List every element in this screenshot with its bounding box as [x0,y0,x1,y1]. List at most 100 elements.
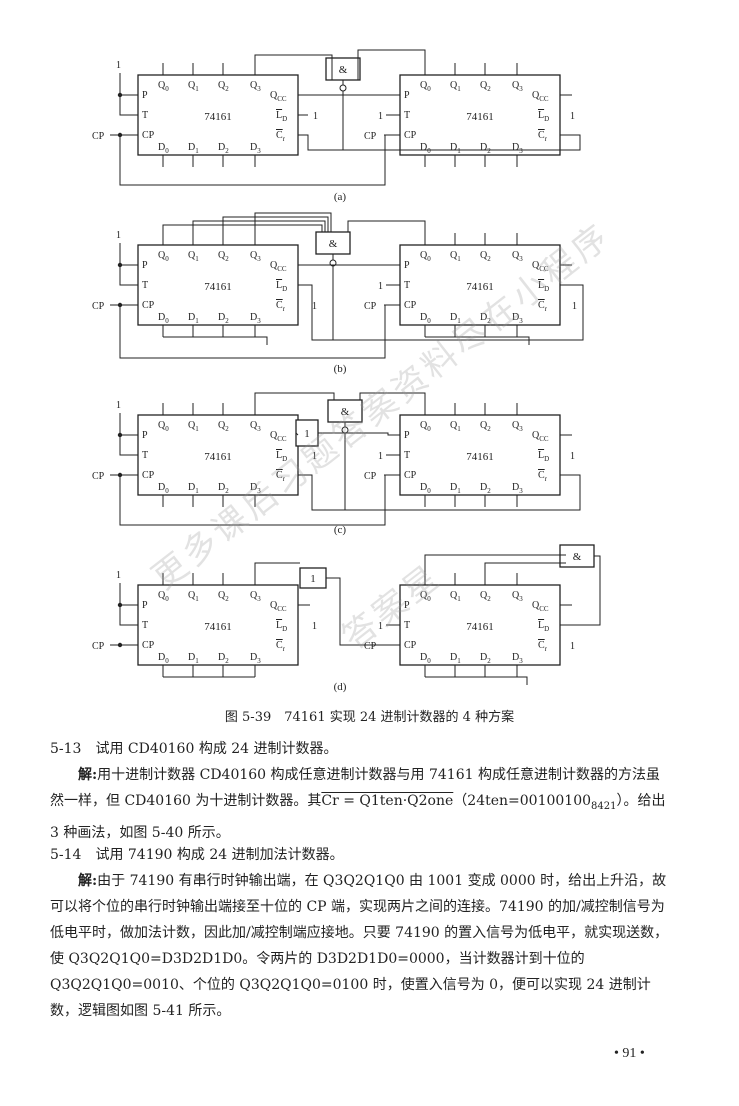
wire [163,336,268,345]
answer-5-14: 解:由于 74190 有串行时钟输出端，在 Q3Q2Q1Q0 由 1001 变成… [50,868,672,1024]
const-one-ld: 1 [313,111,318,122]
pin-label-ld: LD [538,620,549,633]
clock-input-label: CP [92,471,105,482]
pin-label-d3: D3 [250,312,261,325]
right-cp-label: CP [364,471,377,482]
pin-label-cp: CP [404,470,417,481]
pin-label-p: P [404,600,410,611]
chip-label: 74161 [466,621,494,633]
wire [343,134,581,151]
pin-label-qcc: QCC [532,430,549,443]
answer-formula-note: （24ten=00100100 [453,793,592,809]
pin-label-qcc: QCC [532,90,549,103]
gate-not-label: 1 [304,428,310,440]
chip-74161-left [137,414,299,496]
pin-label-d0: D0 [158,312,169,325]
right-cp-label: CP [364,131,377,142]
wire [298,266,334,341]
pin-label-q0: Q0 [158,80,169,93]
junction-dot [117,432,123,438]
chip-label: 74161 [466,281,494,293]
chip-74161-right [399,414,561,496]
const-one-input: 1 [116,230,121,241]
wire [119,135,386,186]
wire [560,555,601,626]
pin-label-t: T [404,620,410,631]
wire [345,474,581,511]
wire [119,413,138,456]
pin-label-cr: Cr [276,470,286,483]
wire [254,212,332,233]
pin-label-q0: Q0 [420,80,431,93]
pin-label-q2: Q2 [480,420,491,433]
pin-label-qcc: QCC [270,90,287,103]
pin-label-t: T [142,110,148,121]
pin-label-d1: D1 [188,482,199,495]
pin-label-d2: D2 [218,142,229,155]
chip-label: 74161 [204,281,232,293]
const-one-ld-r: 1 [570,451,575,462]
pin-label-ld: LD [276,110,287,123]
pin-label-q2: Q2 [218,590,229,603]
pin-label-ld: LD [538,110,549,123]
const-one-input: 1 [116,570,121,581]
pin-label-q1: Q1 [188,250,199,263]
gate-and-label: & [573,551,582,563]
pin-label-q0: Q0 [420,420,431,433]
chip-74161-right [399,244,561,326]
pin-label-d2: D2 [480,652,491,665]
wire [295,432,299,436]
pin-label-qcc: QCC [270,600,287,613]
pin-label-d1: D1 [188,142,199,155]
pin-label-q0: Q0 [420,590,431,603]
right-cp-label: CP [364,641,377,652]
pin-label-d3: D3 [512,312,523,325]
pin-label-d0: D0 [158,652,169,665]
pin-label-q1: Q1 [450,590,461,603]
pin-label-q2: Q2 [218,420,229,433]
chip-label: 74161 [466,111,494,123]
answer-label: 解: [78,767,98,783]
gate-and-label: & [341,406,350,418]
pin-label-q3: Q3 [512,420,523,433]
const-one-cr-r: 1 [570,641,575,652]
pin-label-p: P [404,260,410,271]
wire [119,583,138,626]
pin-label-d3: D3 [250,652,261,665]
const-one-ld-r: 1 [570,111,575,122]
wire [484,562,566,573]
pin-label-q3: Q3 [512,590,523,603]
pin-label-cp: CP [404,130,417,141]
answer-label-2: 解: [78,873,98,889]
pin-label-q1: Q1 [450,420,461,433]
pin-label-q1: Q1 [450,250,461,263]
pin-label-cp: CP [404,300,417,311]
pin-label-t: T [404,450,410,461]
pin-label-d0: D0 [420,652,431,665]
chip-74161-right [399,74,561,156]
pin-label-q3: Q3 [512,80,523,93]
pin-label-q3: Q3 [250,80,261,93]
answer-formula: Cr = Q1ten·Q2one [321,793,454,809]
inverter-bubble [339,84,347,92]
junction-dot [117,642,123,648]
pin-label-cr: Cr [276,300,286,313]
pin-label-d3: D3 [250,142,261,155]
wire [357,49,426,80]
wire [424,554,566,573]
pin-label-q0: Q0 [420,250,431,263]
pin-label-qcc: QCC [270,430,287,443]
answer-body-5-14: 由于 74190 有串行时钟输出端，在 Q3Q2Q1Q0 由 1001 变成 0… [50,873,669,1019]
pin-label-d2: D2 [218,312,229,325]
answer-body-b: ）。给出 3 种画法，如图 5-40 所示。 [50,793,666,841]
right-cp-label: CP [364,301,377,312]
panel-caption: (a) [334,191,347,203]
pin-label-cp: CP [142,470,155,481]
wire [298,91,344,151]
pin-label-d1: D1 [188,312,199,325]
pin-label-p: P [404,430,410,441]
junction-dot [117,92,123,98]
pin-label-d0: D0 [420,142,431,155]
